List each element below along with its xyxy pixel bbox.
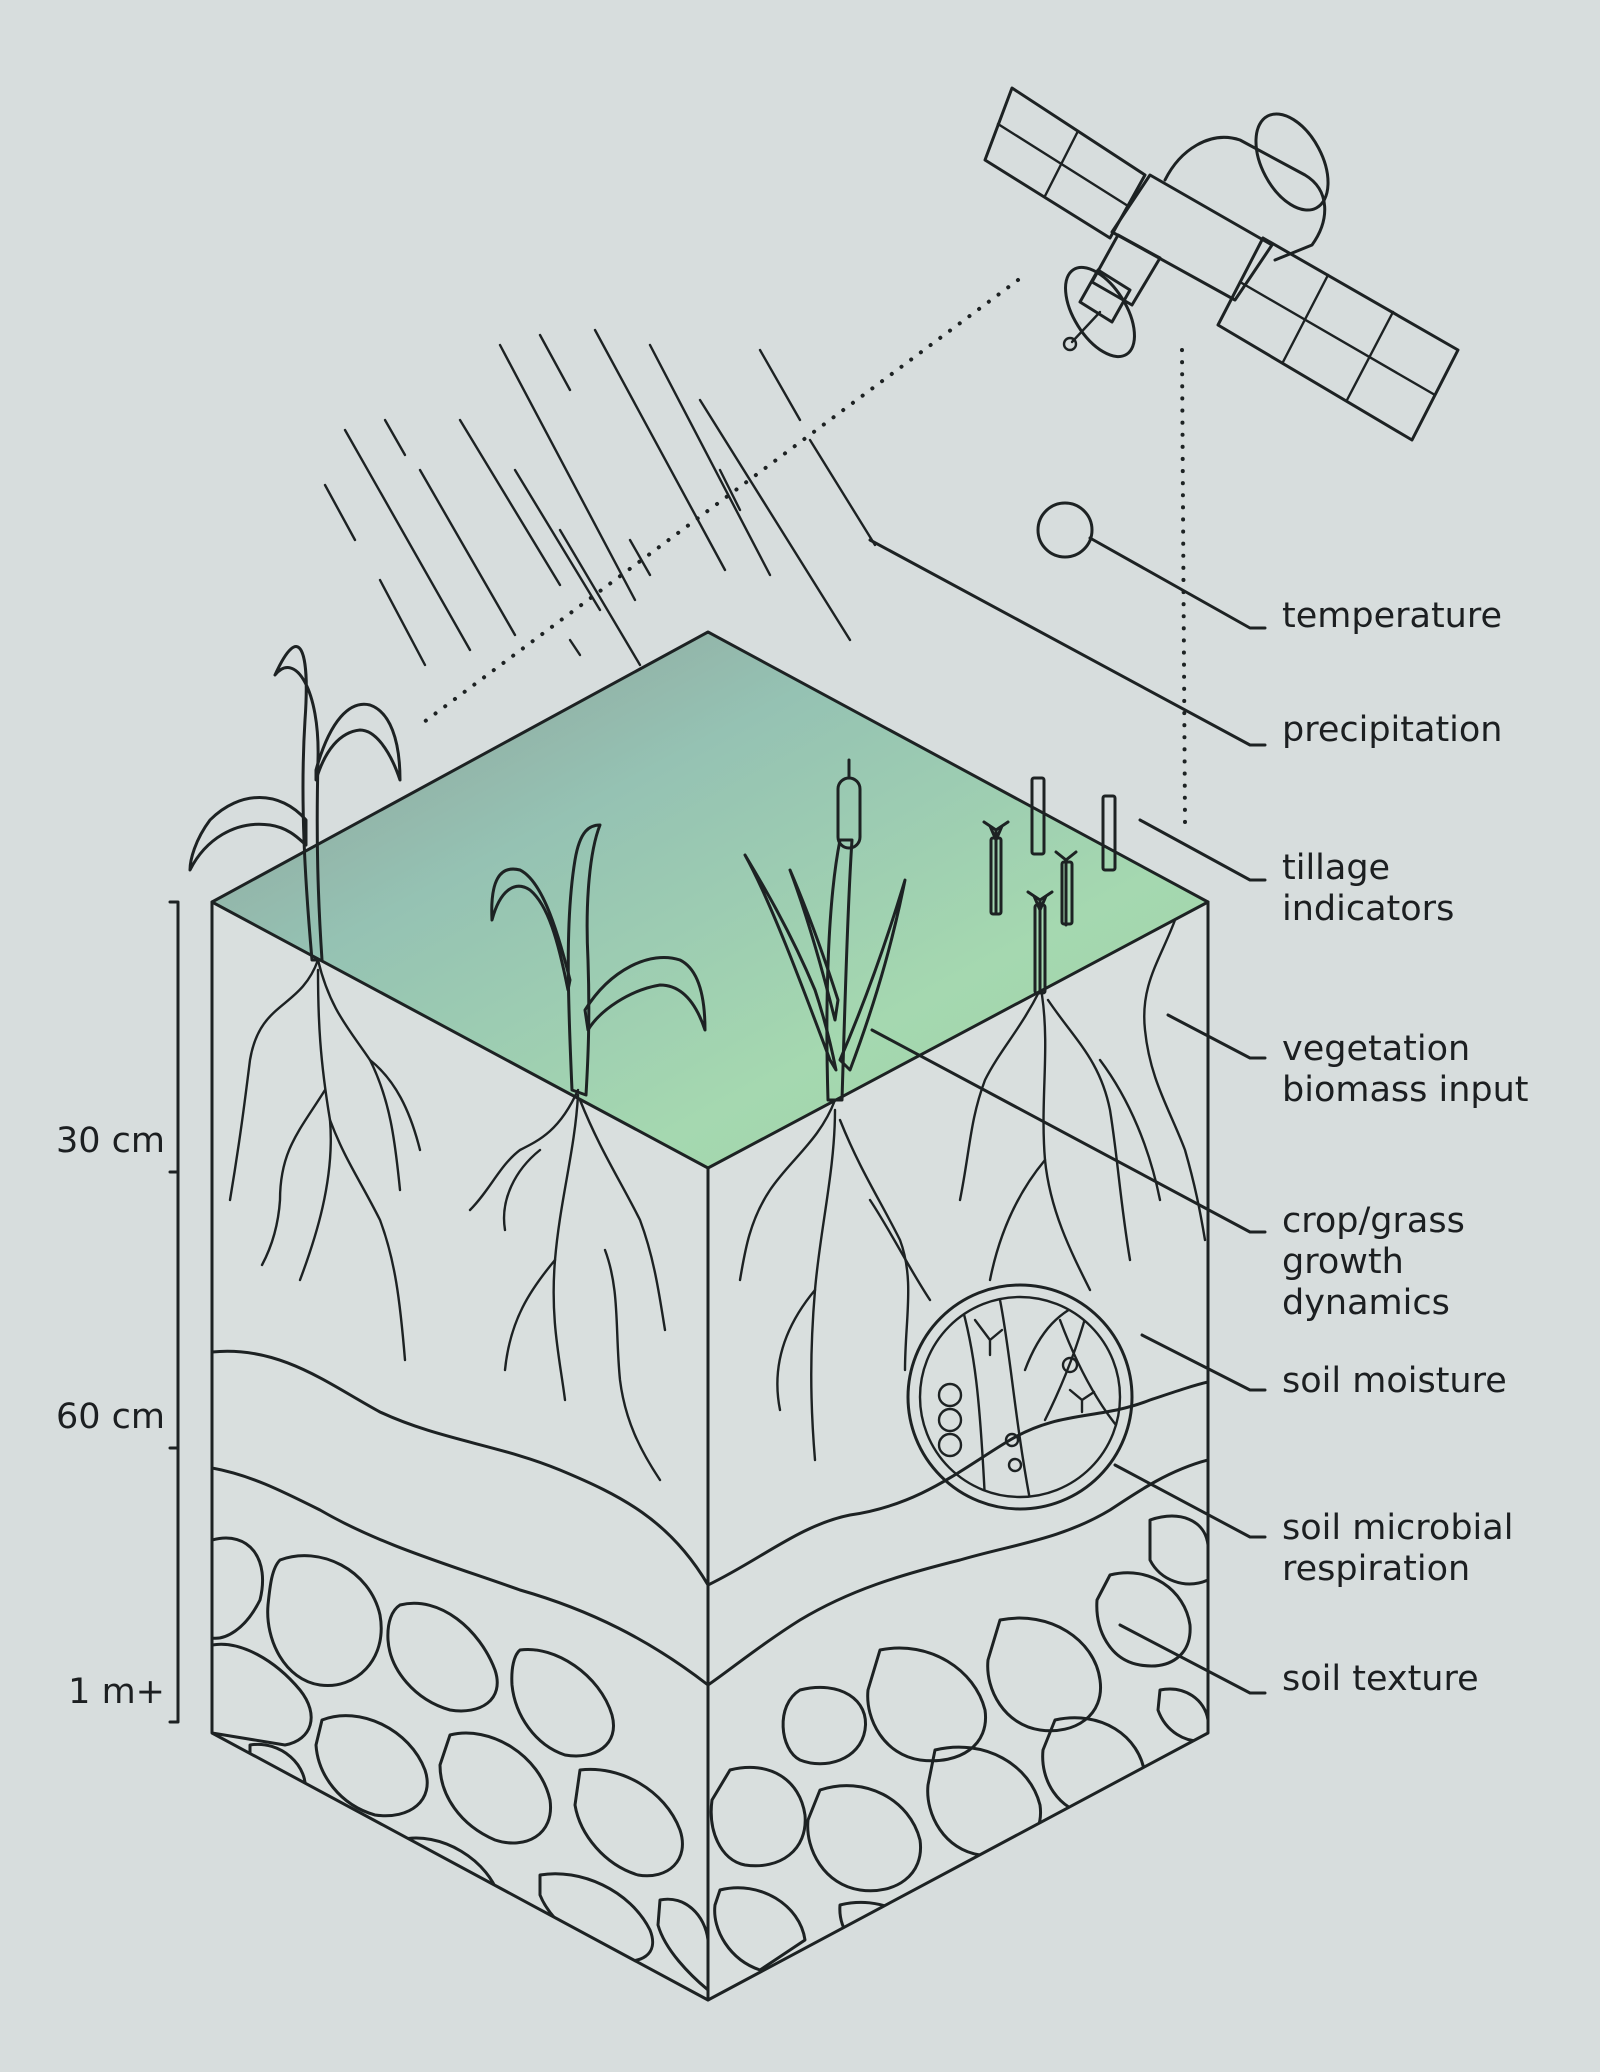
label-vegetation-line1: vegetation	[1282, 1029, 1470, 1069]
label-soil-texture: soil texture	[1282, 1659, 1479, 1699]
label-soil-moisture: soil moisture	[1282, 1361, 1507, 1401]
leader-temperature	[1088, 536, 1267, 630]
moisture-band-left	[212, 1349, 708, 1687]
label-soil-microbial: soil microbial respiration	[1282, 1508, 1525, 1589]
leader-tillage	[1138, 818, 1267, 882]
label-tillage-line1: tillage	[1282, 848, 1390, 888]
leader-texture	[1118, 1623, 1267, 1695]
label-precipitation: precipitation	[1282, 710, 1503, 750]
label-vegetation-biomass: vegetation biomass input	[1282, 1029, 1529, 1110]
label-microbial-line2: respiration	[1282, 1549, 1470, 1589]
grass-plant-2	[490, 823, 707, 1097]
cattail-plant	[743, 758, 907, 1102]
satellite-icon	[983, 86, 1460, 442]
depth-tick-30cm: 30 cm	[56, 1121, 165, 1161]
label-crop-line3: dynamics	[1282, 1283, 1450, 1323]
depth-tick-60cm: 60 cm	[56, 1397, 165, 1437]
rain-icon	[323, 328, 877, 667]
sun-icon	[1036, 501, 1094, 559]
label-tillage-line2: indicators	[1282, 889, 1454, 929]
depth-scale	[168, 900, 180, 1724]
label-temperature: temperature	[1282, 596, 1502, 636]
plants	[188, 645, 1117, 1102]
microscope-lens-icon	[906, 1283, 1134, 1511]
leader-lines	[868, 536, 1267, 1695]
leader-vegetation	[1166, 1013, 1267, 1060]
leader-moisture	[1140, 1333, 1267, 1392]
label-vegetation-line2: biomass input	[1282, 1070, 1529, 1110]
grass-plant-1	[188, 645, 402, 962]
label-crop-line2: growth	[1282, 1242, 1404, 1282]
satellite-beam-vertical	[1180, 348, 1187, 824]
soil-block	[210, 630, 1210, 2002]
soil-face-left	[212, 902, 708, 2000]
label-microbial-line1: soil microbial	[1282, 1508, 1513, 1548]
label-crop-growth: crop/grass growth dynamics	[1282, 1201, 1476, 1323]
leader-precipitation	[868, 538, 1267, 747]
plant-roots	[228, 918, 1207, 1482]
leader-crop	[870, 1028, 1267, 1234]
depth-tick-1m: 1 m+	[68, 1672, 165, 1712]
tillage-stubs	[982, 776, 1117, 995]
leader-microbial	[1113, 1463, 1267, 1539]
label-crop-line1: crop/grass	[1282, 1201, 1465, 1241]
label-tillage-indicators: tillage indicators	[1282, 848, 1454, 929]
